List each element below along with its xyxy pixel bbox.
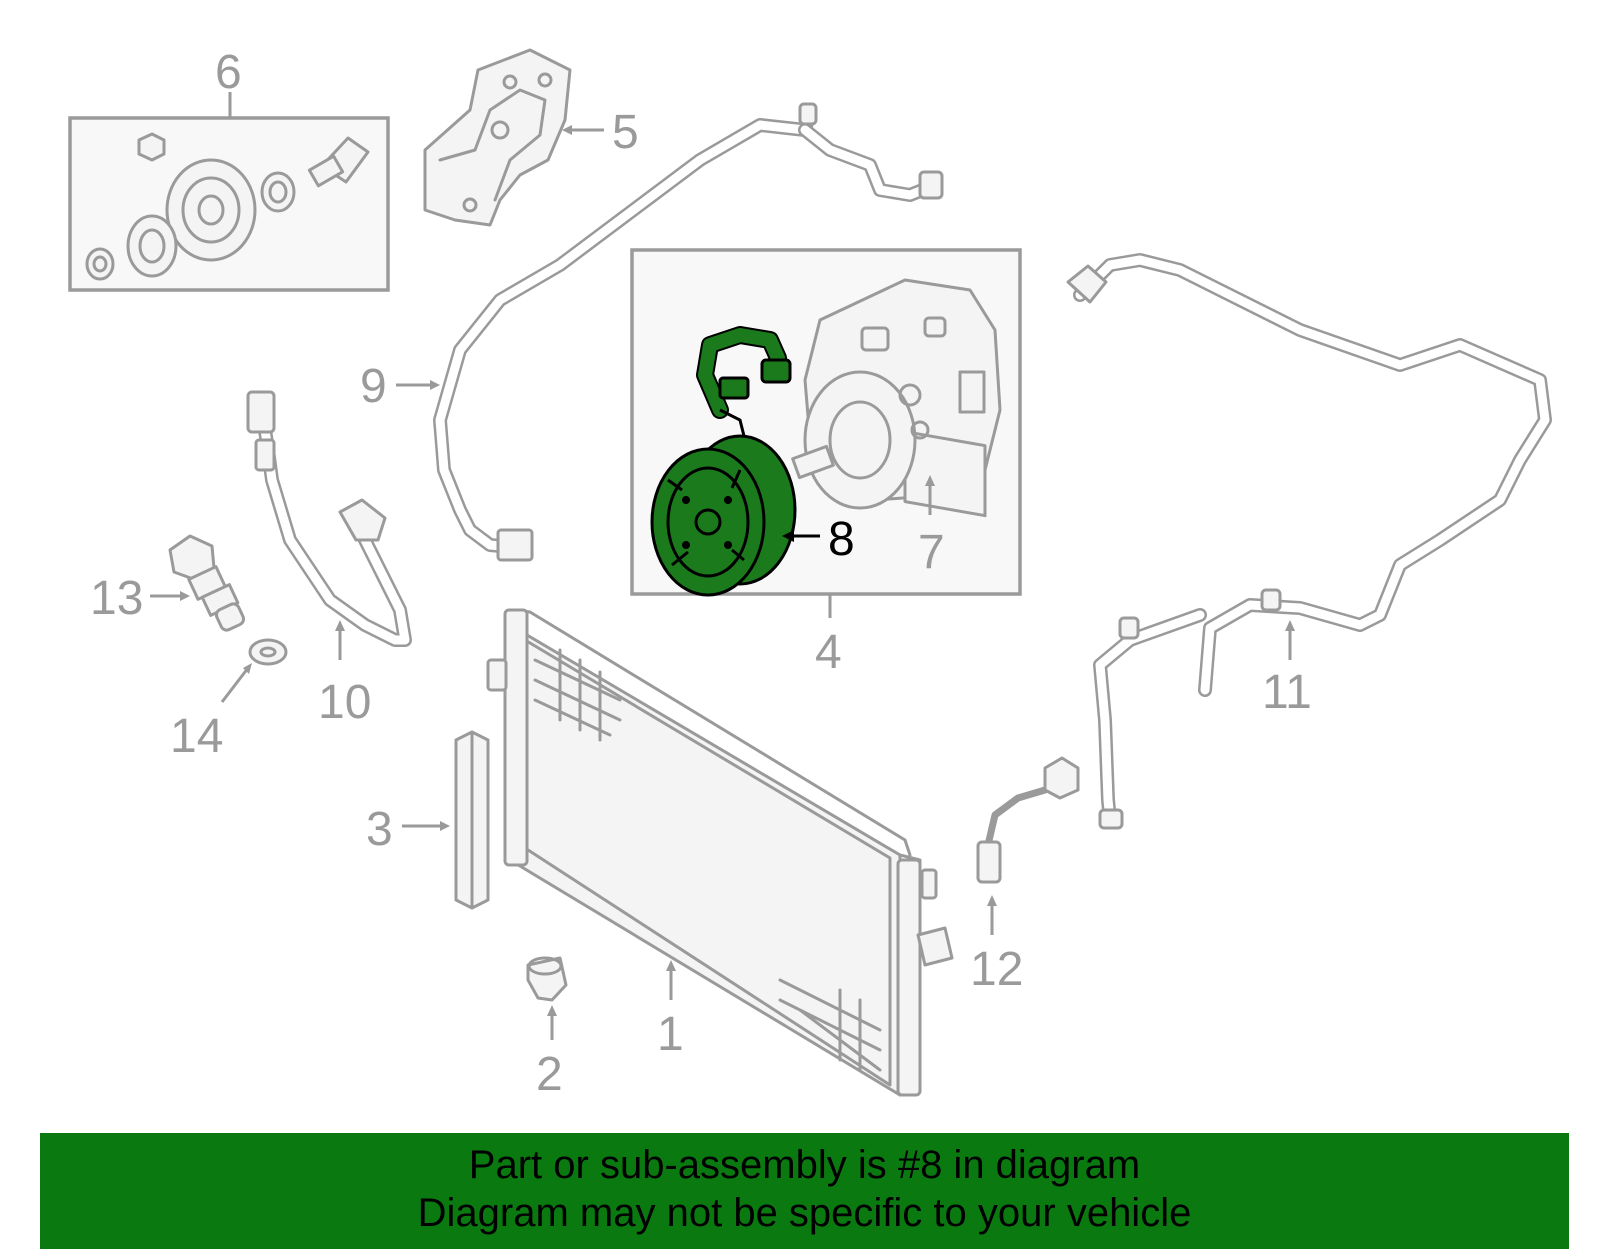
part-11-ac-line[interactable] xyxy=(1066,253,1552,830)
banner-line-2: Diagram may not be specific to your vehi… xyxy=(417,1191,1192,1235)
part-12-sensor[interactable] xyxy=(976,756,1080,884)
callout-4: 4 xyxy=(815,626,842,679)
callout-8: 8 xyxy=(828,513,855,566)
part-13-switch[interactable] xyxy=(168,534,246,632)
callout-14: 14 xyxy=(170,710,223,763)
info-banner: Part or sub-assembly is #8 in diagram Di… xyxy=(40,1133,1569,1249)
banner-line-1: Part or sub-assembly is #8 in diagram xyxy=(468,1143,1141,1187)
callout-10: 10 xyxy=(318,676,371,729)
callout-13: 13 xyxy=(90,572,143,625)
callout-9: 9 xyxy=(360,360,387,413)
part-8-clutch-highlighted[interactable] xyxy=(650,326,797,597)
part-1-condenser[interactable] xyxy=(486,608,954,1097)
part-2-cap[interactable] xyxy=(526,956,568,1002)
part-10-hose[interactable] xyxy=(246,390,412,647)
parts-diagram: 6 5 9 4 xyxy=(68,46,1552,1101)
callout-6: 6 xyxy=(215,46,242,99)
callout-12: 12 xyxy=(970,943,1023,996)
callout-7: 7 xyxy=(918,526,945,579)
part-5-bracket[interactable] xyxy=(423,48,572,227)
part-3-drier[interactable] xyxy=(454,730,490,910)
callout-3: 3 xyxy=(366,803,393,856)
part-9-hose[interactable] xyxy=(433,102,944,562)
part-7-compressor[interactable] xyxy=(791,278,1002,518)
part-6-pulley-kit[interactable] xyxy=(68,92,390,292)
callout-2: 2 xyxy=(536,1048,563,1101)
callout-11: 11 xyxy=(1262,666,1312,719)
part-14-washer[interactable] xyxy=(248,638,288,666)
callout-1: 1 xyxy=(657,1008,684,1061)
callout-5: 5 xyxy=(612,106,639,159)
